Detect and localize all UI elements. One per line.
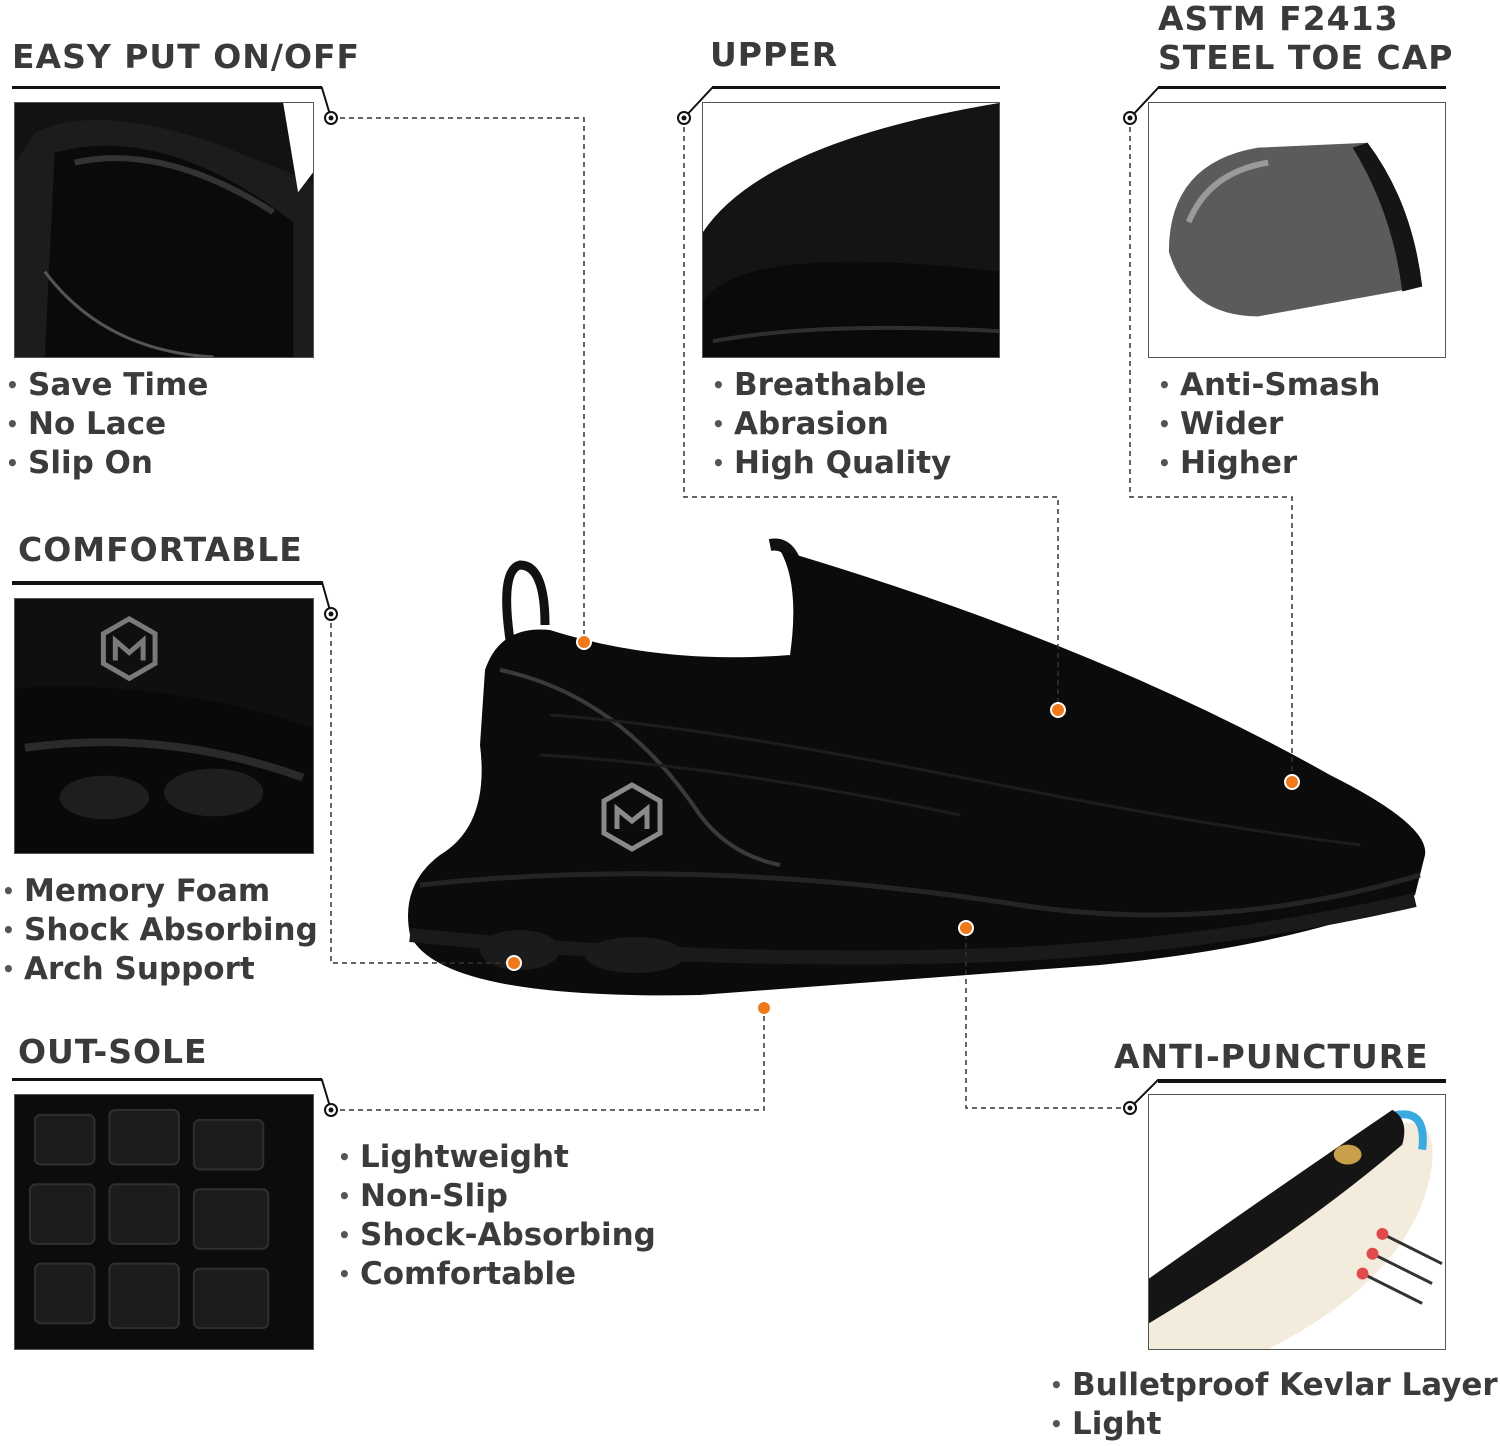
toe-bullet: Anti-Smash [1158, 366, 1380, 405]
outsole-bullet: Non-Slip [338, 1177, 656, 1216]
marker-dot [324, 607, 338, 621]
outsole-heading: OUT-SOLE [18, 1032, 208, 1071]
puncture-heading: ANTI-PUNCTURE [1114, 1037, 1429, 1076]
easy-bullet: Slip On [6, 444, 208, 483]
upper-bullet: High Quality [712, 444, 951, 483]
easy-heading: EASY PUT ON/OFF [12, 37, 361, 76]
outsole-image [14, 1094, 314, 1350]
marker-dot [324, 111, 338, 125]
marker-dot [1123, 1101, 1137, 1115]
comfortable-heading: COMFORTABLE [18, 530, 303, 569]
easy-rule [12, 86, 322, 89]
upper-image [702, 102, 1000, 358]
toe-heading: ASTM F2413 STEEL TOE CAP [1158, 2, 1453, 74]
toe-bullet: Higher [1158, 444, 1380, 483]
outsole-rule [12, 1078, 322, 1081]
puncture-bullet: Bulletproof Kevlar Layer [1050, 1366, 1498, 1405]
toe-bullet: Wider [1158, 405, 1380, 444]
upper-bullet: Breathable [712, 366, 951, 405]
easy-bullet: Save Time [6, 366, 208, 405]
toe-image [1148, 102, 1446, 358]
comfortable-image [14, 598, 314, 854]
upper-rule [712, 86, 1000, 89]
upper-bullets: Breathable Abrasion High Quality [712, 366, 951, 483]
outsole-bullet: Lightweight [338, 1138, 656, 1177]
puncture-bullets: Bulletproof Kevlar Layer Light [1050, 1366, 1498, 1444]
comfortable-bullet: Memory Foam [2, 872, 318, 911]
outsole-bullets: Lightweight Non-Slip Shock-Absorbing Com… [338, 1138, 656, 1294]
comfortable-rule [12, 582, 322, 585]
toe-rule [1158, 86, 1446, 89]
upper-heading: UPPER [710, 35, 839, 74]
toe-bullets: Anti-Smash Wider Higher [1158, 366, 1380, 483]
toe-heading-line1: ASTM F2413 [1158, 0, 1399, 38]
marker-dot [677, 111, 691, 125]
marker-dot [324, 1103, 338, 1117]
upper-bullet: Abrasion [712, 405, 951, 444]
comfortable-bullets: Memory Foam Shock Absorbing Arch Support [2, 872, 318, 989]
easy-bullets: Save Time No Lace Slip On [6, 366, 208, 483]
puncture-image [1148, 1094, 1446, 1350]
outsole-bullet: Shock-Absorbing [338, 1216, 656, 1255]
puncture-bullet: Light [1050, 1405, 1498, 1444]
easy-image [14, 102, 314, 358]
marker-dot [1123, 111, 1137, 125]
puncture-rule [1158, 1080, 1446, 1083]
toe-heading-line2: STEEL TOE CAP [1158, 38, 1454, 77]
easy-bullet: No Lace [6, 405, 208, 444]
product-shoe-image [400, 525, 1440, 1030]
outsole-bullet: Comfortable [338, 1255, 656, 1294]
comfortable-bullet: Arch Support [2, 950, 318, 989]
comfortable-bullet: Shock Absorbing [2, 911, 318, 950]
